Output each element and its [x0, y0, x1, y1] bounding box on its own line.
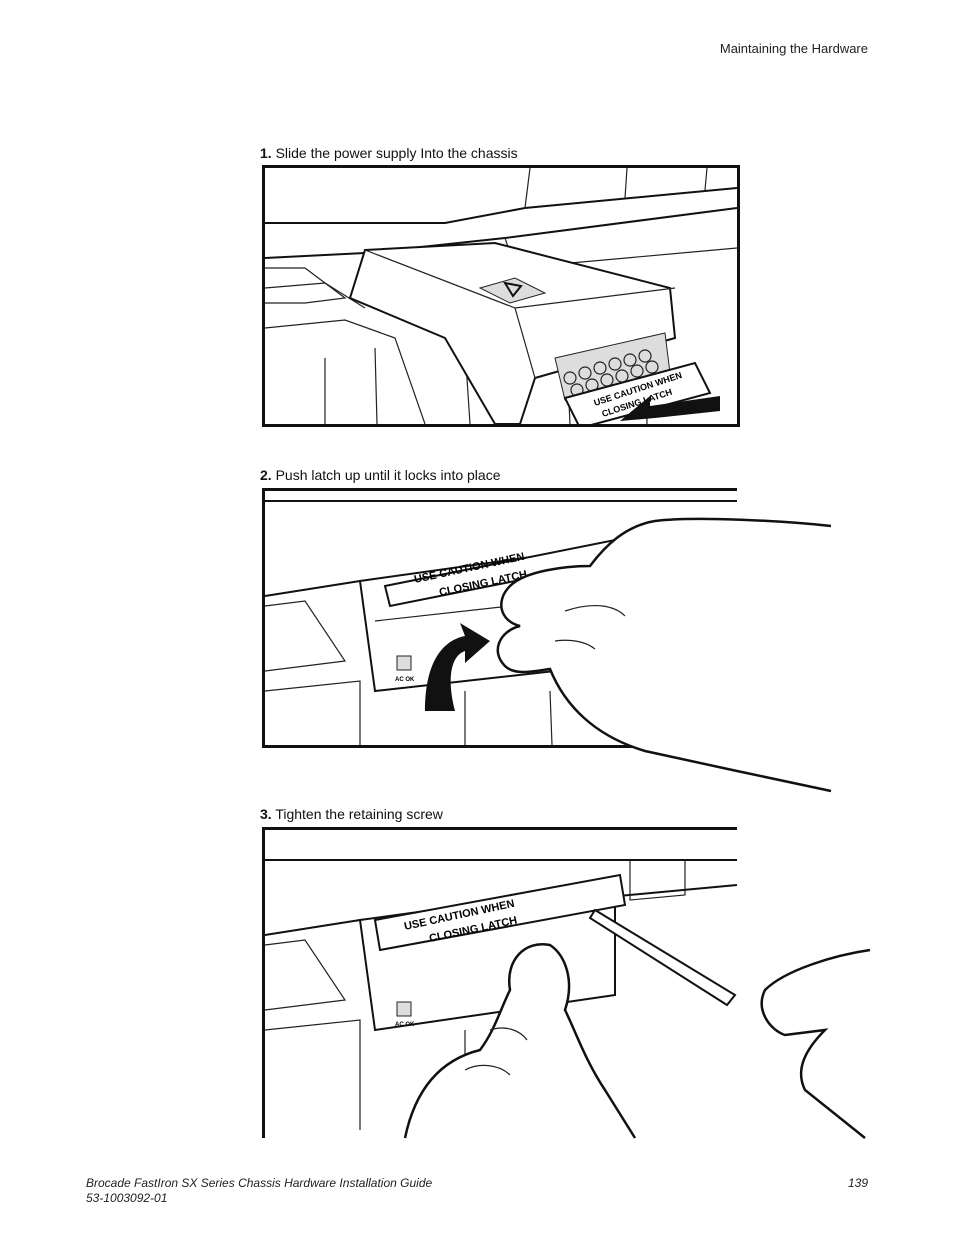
footer-doc-info: Brocade FastIron SX Series Chassis Hardw… — [86, 1176, 432, 1206]
push-up-arrow — [425, 623, 490, 711]
section-header: Maintaining the Hardware — [719, 41, 868, 56]
right-hand — [760, 948, 871, 1139]
step-1-number: 1. — [260, 145, 272, 161]
screwdriver — [588, 908, 737, 1007]
step-1-illustration: USE CAUTION WHEN CLOSING LATCH — [262, 165, 740, 427]
step-3-illustration: USE CAUTION WHEN CLOSING LATCH AC OK — [262, 827, 871, 1139]
step-1-text: Slide the power supply Into the chassis — [275, 145, 518, 161]
step-3-caption: 3. Tighten the retaining screw — [260, 806, 443, 822]
hand — [496, 517, 832, 793]
step-2-text: Push latch up until it locks into place — [275, 467, 501, 483]
step-1-caption: 1. Slide the power supply Into the chass… — [260, 145, 518, 161]
step-2-ac-ok-badge: AC OK — [395, 677, 415, 683]
step-3-text: Tighten the retaining screw — [275, 806, 443, 822]
step-2-number: 2. — [260, 467, 272, 483]
step-3-ac-ok-badge: AC OK — [395, 1022, 415, 1028]
page-number: 139 — [847, 1176, 868, 1190]
ac-ok-led — [396, 1001, 412, 1017]
left-hand — [403, 942, 637, 1139]
ac-ok-led — [396, 655, 412, 671]
step-2-illustration: AC OK USE CAUTION WHEN CLOSING LATCH — [262, 488, 832, 793]
footer-doc-number: 53-1003092-01 — [86, 1191, 168, 1205]
step-2-caption: 2. Push latch up until it locks into pla… — [260, 467, 500, 483]
step-3-number: 3. — [260, 806, 272, 822]
footer-title: Brocade FastIron SX Series Chassis Hardw… — [86, 1176, 433, 1190]
